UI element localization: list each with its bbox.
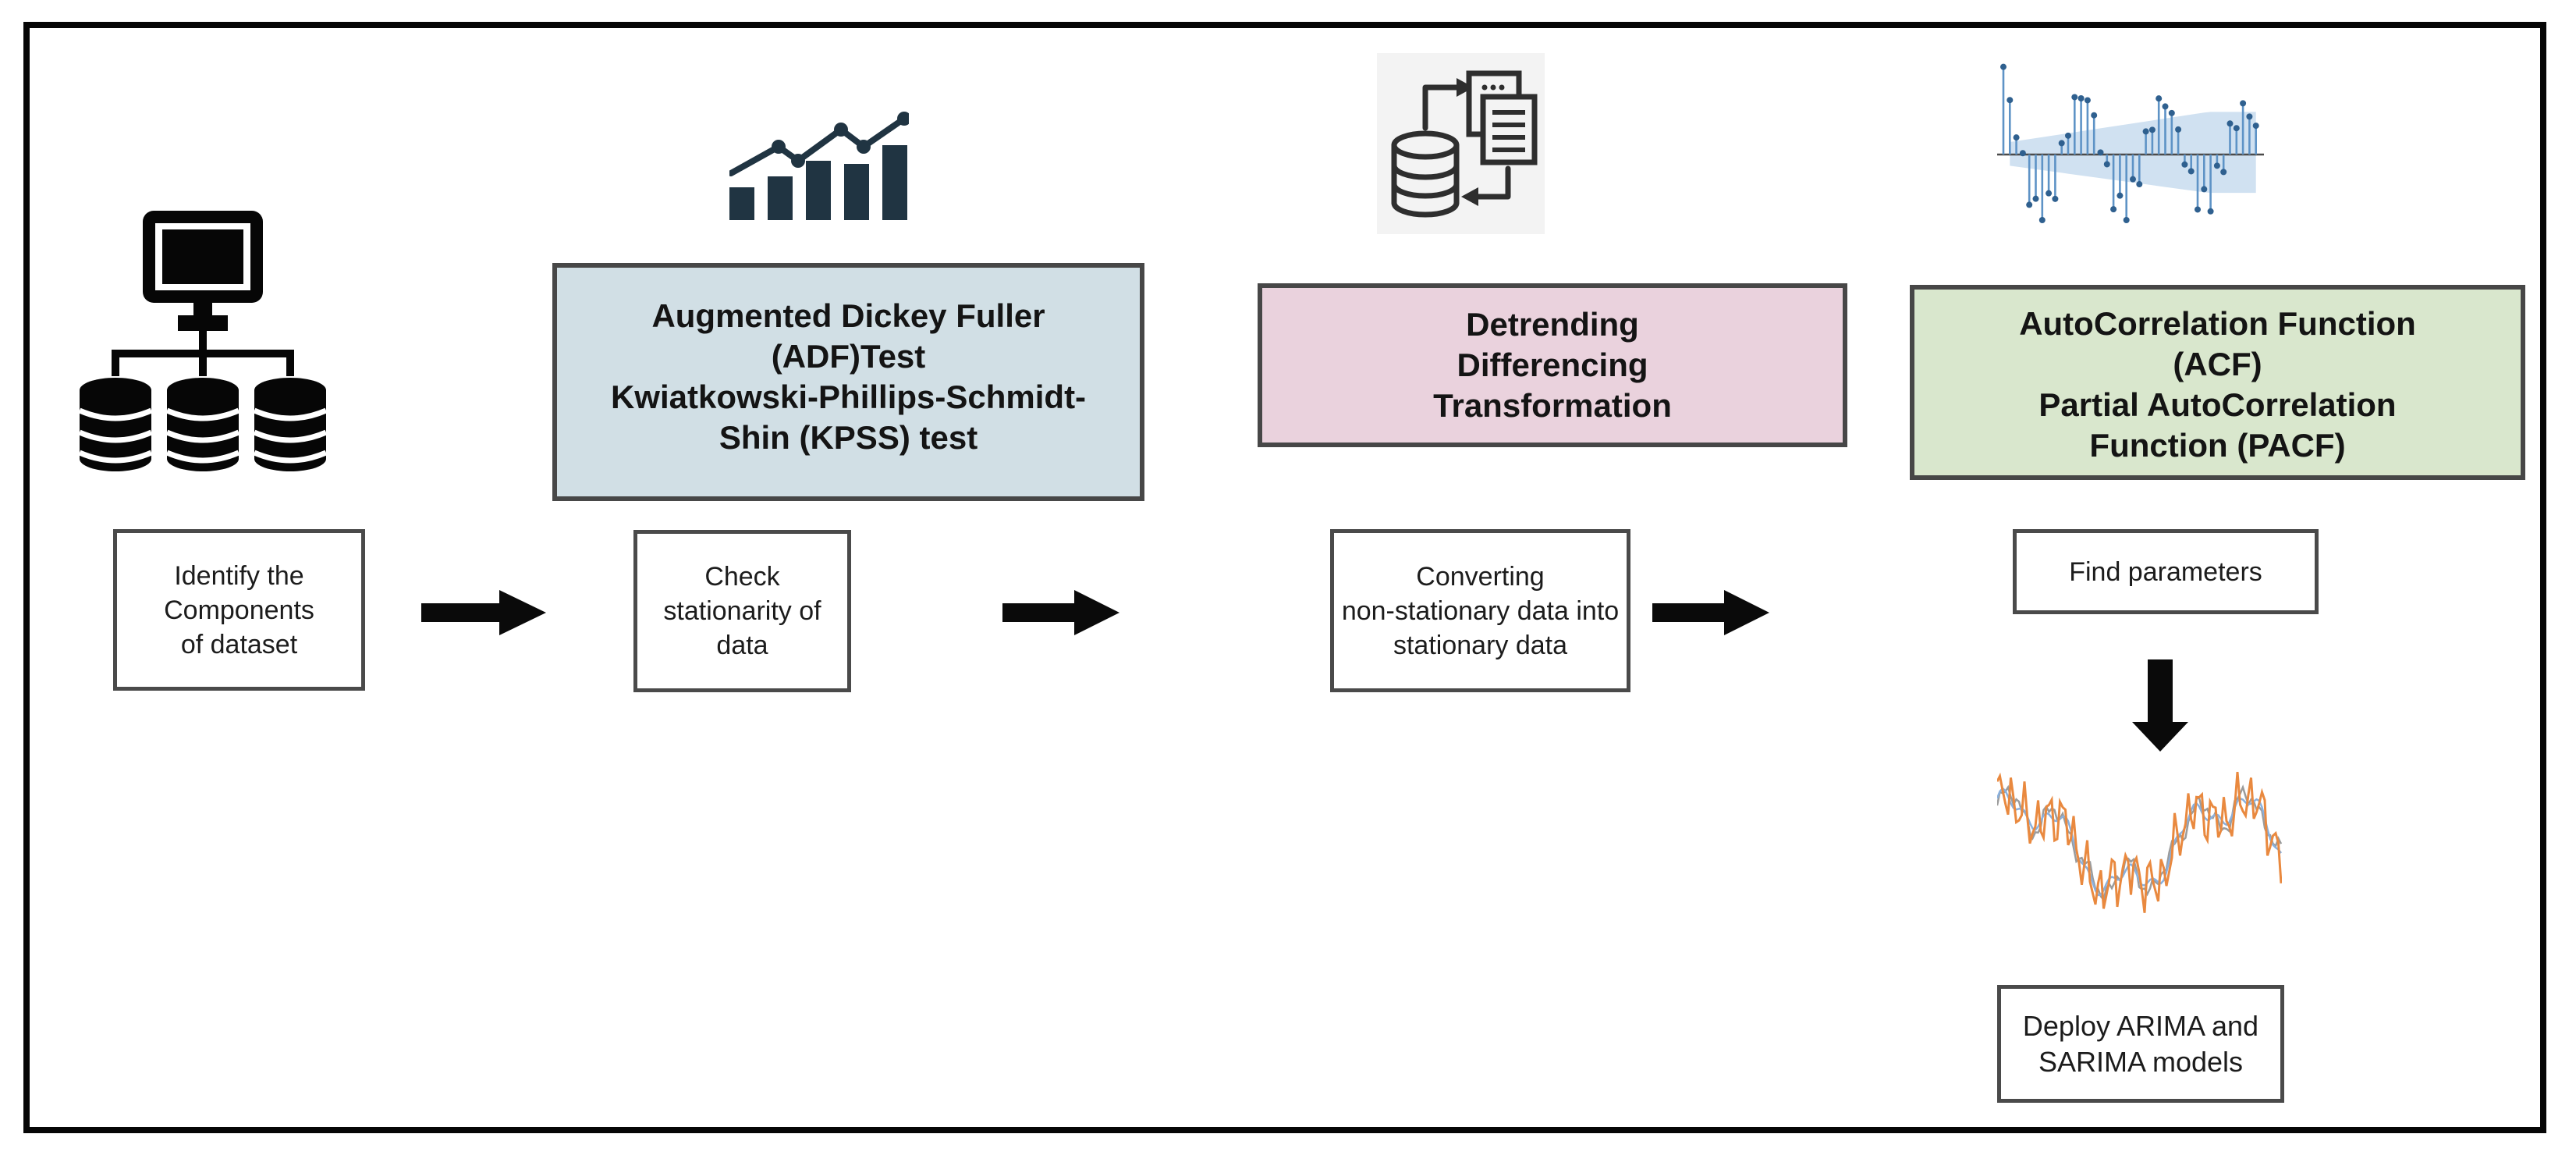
label-text-line: Shin (KPSS) test: [719, 419, 978, 456]
data-sources-icon: [74, 209, 332, 481]
step-text-line: Find parameters: [2069, 556, 2262, 587]
flow-arrow-right-1: [421, 590, 546, 635]
flow-arrow-right-3: [1652, 590, 1769, 635]
label-text-line: Partial AutoCorrelation: [2038, 386, 2397, 423]
label-text-line: (ACF): [2173, 346, 2262, 382]
step-convert-data: Converting non-stationary data into stat…: [1330, 529, 1630, 692]
label-text-line: (ADF)Test: [771, 338, 926, 375]
label-text-line: AutoCorrelation Function: [2019, 305, 2416, 342]
data-transform-icon: [1377, 53, 1545, 234]
flow-arrow-down: [2132, 659, 2188, 752]
label-text-line: Kwiatkowski-Phillips-Schmidt-: [610, 379, 1087, 415]
step-text-line: Check: [704, 562, 780, 592]
step-text-line: Converting: [1416, 561, 1545, 592]
label-transformations: Detrending Differencing Transformation: [1258, 283, 1847, 447]
flow-arrow-right-2: [1002, 590, 1119, 635]
step-identify-components: Identify the Components of dataset: [113, 529, 365, 691]
label-correlation-functions: AutoCorrelation Function (ACF) Partial A…: [1910, 285, 2525, 480]
step-find-parameters: Find parameters: [2013, 529, 2319, 614]
step-text-line: Deploy ARIMA and: [2022, 1009, 2259, 1042]
step-text-line: of dataset: [180, 629, 298, 659]
diagram-border-frame: [23, 22, 2546, 1133]
label-text-line: Differencing: [1457, 347, 1648, 383]
label-text-line: Transformation: [1433, 387, 1672, 424]
step-check-stationarity: Check stationarity of data: [633, 530, 851, 692]
forecast-series-icon: [1997, 743, 2282, 947]
step-text-line: non-stationary data into: [1341, 595, 1620, 626]
label-stationarity-tests: Augmented Dickey Fuller (ADF)Test Kwiatk…: [552, 263, 1144, 501]
step-text-line: Identify the: [174, 560, 304, 591]
step-text-line: Components: [164, 595, 314, 625]
step-text-line: SARIMA models: [2038, 1045, 2244, 1078]
step-text-line: stationary data: [1393, 630, 1568, 660]
acf-stem-plot-icon: [1997, 61, 2266, 226]
label-text-line: Function (PACF): [2089, 427, 2346, 464]
step-text-line: data: [716, 631, 768, 660]
trend-bar-chart-icon: [729, 111, 909, 220]
step-text-line: stationarity of: [663, 596, 821, 626]
label-text-line: Detrending: [1466, 306, 1639, 343]
label-text-line: Augmented Dickey Fuller: [651, 297, 1045, 334]
step-deploy-models: Deploy ARIMA and SARIMA models: [1997, 985, 2284, 1103]
